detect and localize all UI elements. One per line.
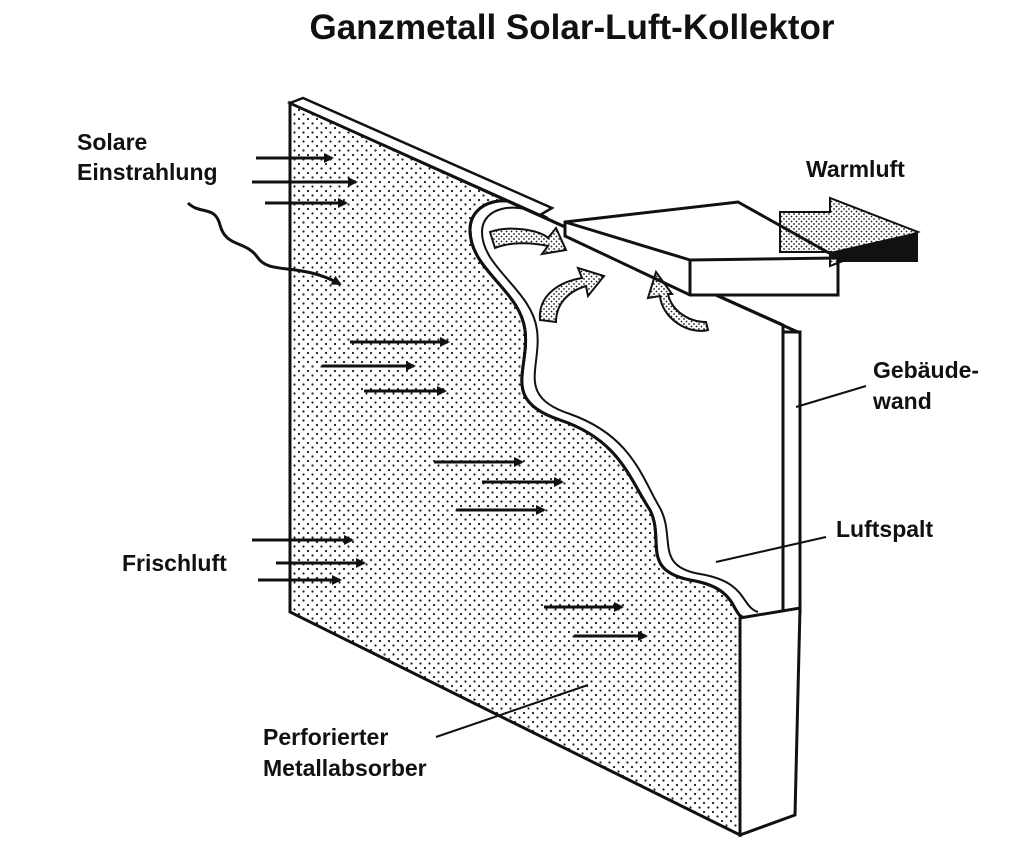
label-absorber-line2: Metallabsorber	[263, 755, 427, 781]
label-gebaeude-line2: wand	[873, 388, 932, 414]
label-frischluft: Frischluft	[122, 550, 227, 576]
leader-lines	[435, 385, 867, 738]
absorber-airflow-arrows	[322, 337, 648, 641]
label-absorber-line1: Perforierter	[263, 724, 389, 750]
solar-radiation-arrows	[186, 153, 358, 286]
fresh-air-arrows	[252, 535, 366, 585]
label-gebaeude-line1: Gebäude-	[873, 357, 980, 383]
diagram-title: Ganzmetall Solar-Luft-Kollektor	[309, 8, 835, 47]
label-solar-line1: Solare	[77, 129, 148, 155]
perforated-absorber-panel	[286, 96, 802, 838]
title-wrap: Ganzmetall Solar-Luft-Kollektor	[0, 0, 1024, 60]
warm-air-outlet-arrow	[779, 196, 921, 268]
label-warmluft: Warmluft	[806, 156, 905, 182]
label-solar-line2: Einstrahlung	[77, 159, 218, 185]
label-luftspalt: Luftspalt	[836, 516, 934, 542]
wavy-radiation-arrow	[186, 201, 342, 286]
gap-airflow-arrows	[488, 226, 710, 332]
warm-air-duct	[563, 200, 840, 297]
